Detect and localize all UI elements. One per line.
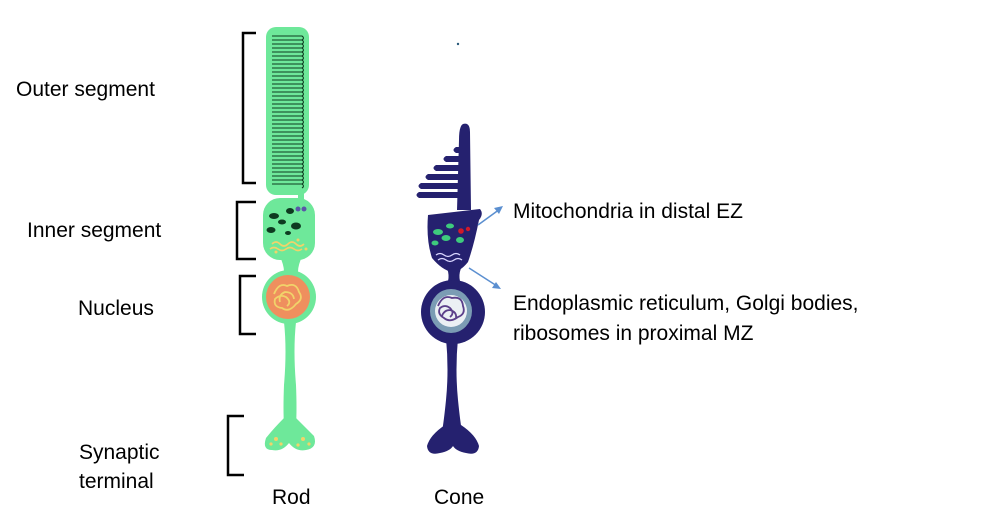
rod-disc	[272, 139, 305, 145]
rod-disc	[272, 183, 305, 189]
rod-disc	[272, 147, 305, 153]
arrow-er	[468, 267, 501, 289]
label-rod: Rod	[272, 486, 311, 509]
rod-disc	[272, 75, 305, 81]
rod-disc	[272, 151, 305, 157]
rod-disc	[272, 35, 305, 41]
rod-disc	[272, 55, 305, 61]
rod-disc	[272, 143, 305, 149]
rod-cell	[262, 27, 316, 451]
rod-disc	[272, 123, 305, 129]
rod-disc	[272, 87, 305, 93]
cone-axon	[442, 338, 462, 432]
rod-axon	[283, 322, 297, 425]
rod-disc	[272, 119, 305, 125]
rod-disc	[272, 39, 305, 45]
cone-lamellae	[416, 147, 463, 198]
bracket-nucleus	[238, 274, 256, 336]
rod-disc	[272, 135, 305, 141]
stray-dot	[456, 42, 460, 46]
bracket-inner-segment	[235, 200, 256, 261]
rod-disc	[272, 171, 305, 177]
rod-disc	[272, 71, 305, 77]
rod-disc	[272, 107, 305, 113]
rod-disc	[272, 163, 305, 169]
rod-disc	[272, 63, 305, 69]
rod-nucleus	[266, 275, 310, 319]
rod-vesicles	[269, 437, 311, 447]
rod-disc	[272, 115, 305, 121]
rod-disc	[272, 179, 305, 185]
rod-synaptic-terminal	[264, 418, 315, 451]
cone-pedicle	[427, 425, 479, 454]
rod-disc	[272, 111, 305, 117]
label-inner-segment: Inner segment	[27, 219, 162, 242]
rod-disc	[272, 43, 305, 49]
rod-mitochondria	[266, 206, 307, 235]
bracket-synaptic-terminal	[226, 414, 244, 477]
label-outer-segment: Outer segment	[16, 78, 155, 101]
cone-lamella	[416, 192, 463, 198]
rod-disc	[272, 175, 305, 181]
rod-chromatin	[273, 283, 302, 311]
cone-inner-segment	[427, 209, 482, 272]
label-synaptic: Synaptic	[79, 441, 160, 464]
rod-disc	[272, 59, 305, 65]
rod-disc	[272, 67, 305, 73]
rod-disc	[272, 51, 305, 57]
label-nucleus: Nucleus	[78, 297, 154, 320]
cone-er	[435, 252, 463, 263]
label-mitochondria: Mitochondria in distal EZ	[513, 200, 743, 223]
rod-disc	[272, 95, 305, 101]
rod-disc	[272, 131, 305, 137]
cone-lamella	[443, 156, 463, 162]
label-er-line1: Endoplasmic reticulum, Golgi bodies,	[513, 292, 859, 315]
rod-disc	[272, 159, 305, 165]
rod-er	[269, 238, 308, 254]
rod-outer-segment	[266, 27, 309, 195]
cone-lamella	[425, 174, 463, 180]
rod-cilium	[298, 185, 304, 207]
cone-lamella	[418, 183, 463, 189]
cone-lamella	[453, 147, 463, 153]
rod-disc	[272, 99, 305, 105]
arrow-mitochondria	[477, 206, 503, 226]
rod-disc	[272, 155, 305, 161]
cone-chromatin	[437, 296, 465, 322]
rod-disc	[272, 83, 305, 89]
rod-disc	[272, 127, 305, 133]
cone-cell	[416, 123, 485, 454]
rod-disc-stack	[272, 35, 305, 189]
bracket-outer-segment	[241, 31, 256, 185]
rod-disc	[272, 47, 305, 53]
rod-disc	[272, 79, 305, 85]
label-er-line2: ribosomes in proximal MZ	[513, 322, 754, 345]
label-terminal: terminal	[79, 470, 154, 493]
rod-disc	[272, 167, 305, 173]
rod-disc	[272, 103, 305, 109]
rod-disc	[272, 91, 305, 97]
label-cone: Cone	[434, 486, 485, 509]
cone-mitochondria	[431, 223, 471, 246]
cone-lamella	[433, 165, 463, 171]
